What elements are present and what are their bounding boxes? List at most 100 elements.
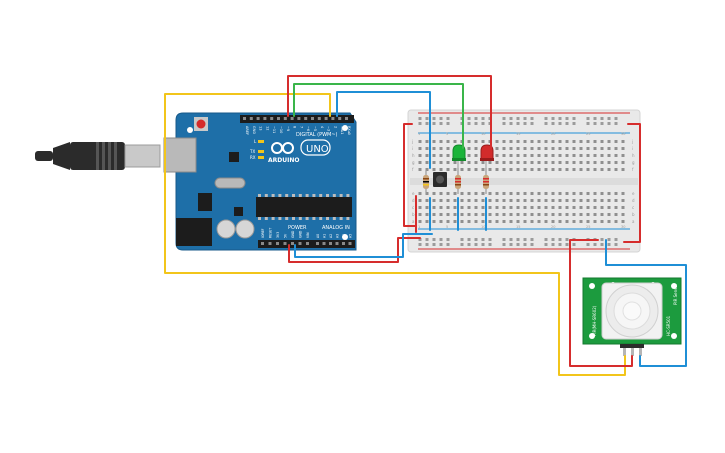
wire-red-led[interactable]: [287, 75, 492, 149]
breadboard-hole[interactable]: [572, 140, 576, 143]
breadboard-hole[interactable]: [523, 122, 527, 125]
breadboard-hole[interactable]: [537, 154, 541, 157]
breadboard-hole[interactable]: [425, 140, 429, 143]
breadboard-hole[interactable]: [467, 213, 471, 216]
breadboard-hole[interactable]: [425, 192, 429, 195]
breadboard-hole[interactable]: [446, 192, 450, 195]
power-pin[interactable]: [306, 242, 309, 245]
analog-pin[interactable]: [316, 242, 319, 245]
breadboard-hole[interactable]: [593, 168, 597, 171]
breadboard-hole[interactable]: [523, 199, 527, 202]
breadboard-hole[interactable]: [600, 168, 604, 171]
breadboard-hole[interactable]: [530, 199, 534, 202]
breadboard-hole[interactable]: [614, 154, 618, 157]
digital-pin[interactable]: [311, 117, 314, 120]
breadboard-hole[interactable]: [530, 122, 534, 125]
breadboard-hole[interactable]: [593, 199, 597, 202]
breadboard-hole[interactable]: [579, 192, 583, 195]
breadboard-hole[interactable]: [474, 199, 478, 202]
breadboard-hole[interactable]: [467, 161, 471, 164]
breadboard-hole[interactable]: [467, 168, 471, 171]
breadboard-hole[interactable]: [439, 161, 443, 164]
breadboard-hole[interactable]: [509, 238, 513, 241]
breadboard-hole[interactable]: [551, 238, 555, 241]
breadboard-hole[interactable]: [551, 168, 555, 171]
breadboard-hole[interactable]: [453, 168, 457, 171]
breadboard-hole[interactable]: [439, 168, 443, 171]
breadboard-hole[interactable]: [537, 213, 541, 216]
breadboard-hole[interactable]: [607, 140, 611, 143]
breadboard-hole[interactable]: [523, 238, 527, 241]
breadboard-hole[interactable]: [467, 117, 471, 120]
breadboard-hole[interactable]: [509, 147, 513, 150]
breadboard-hole[interactable]: [474, 154, 478, 157]
breadboard-hole[interactable]: [551, 199, 555, 202]
breadboard-hole[interactable]: [544, 206, 548, 209]
breadboard-hole[interactable]: [614, 161, 618, 164]
breadboard-hole[interactable]: [572, 168, 576, 171]
breadboard-hole[interactable]: [565, 154, 569, 157]
breadboard-hole[interactable]: [579, 199, 583, 202]
breadboard-hole[interactable]: [537, 199, 541, 202]
breadboard-hole[interactable]: [586, 213, 590, 216]
breadboard-hole[interactable]: [481, 117, 485, 120]
breadboard-hole[interactable]: [586, 117, 590, 120]
breadboard-hole[interactable]: [572, 192, 576, 195]
breadboard-hole[interactable]: [614, 220, 618, 223]
breadboard-hole[interactable]: [530, 243, 534, 246]
breadboard-hole[interactable]: [572, 122, 576, 125]
breadboard-hole[interactable]: [495, 213, 499, 216]
breadboard-hole[interactable]: [432, 147, 436, 150]
breadboard-hole[interactable]: [502, 199, 506, 202]
breadboard-hole[interactable]: [425, 238, 429, 241]
breadboard-hole[interactable]: [516, 147, 520, 150]
digital-pin[interactable]: [304, 117, 308, 120]
breadboard-hole[interactable]: [530, 213, 534, 216]
breadboard-hole[interactable]: [474, 220, 478, 223]
breadboard-hole[interactable]: [488, 192, 492, 195]
breadboard-hole[interactable]: [523, 206, 527, 209]
breadboard-hole[interactable]: [516, 192, 520, 195]
breadboard-hole[interactable]: [467, 192, 471, 195]
breadboard-hole[interactable]: [565, 122, 569, 125]
breadboard-hole[interactable]: [565, 161, 569, 164]
breadboard-hole[interactable]: [453, 220, 457, 223]
breadboard-hole[interactable]: [530, 206, 534, 209]
breadboard-hole[interactable]: [593, 161, 597, 164]
breadboard-hole[interactable]: [572, 220, 576, 223]
digital-pin[interactable]: [297, 117, 301, 120]
breadboard-hole[interactable]: [544, 140, 548, 143]
breadboard-hole[interactable]: [481, 238, 485, 241]
breadboard-hole[interactable]: [516, 140, 520, 143]
breadboard-hole[interactable]: [586, 243, 590, 246]
breadboard-hole[interactable]: [523, 117, 527, 120]
breadboard-hole[interactable]: [607, 192, 611, 195]
breadboard-hole[interactable]: [495, 140, 499, 143]
breadboard-hole[interactable]: [600, 243, 604, 246]
power-pin[interactable]: [276, 242, 279, 245]
breadboard-hole[interactable]: [446, 199, 450, 202]
wire-red-rail-left[interactable]: [403, 123, 417, 227]
breadboard-hole[interactable]: [614, 206, 618, 209]
breadboard-hole[interactable]: [572, 161, 576, 164]
breadboard-hole[interactable]: [481, 199, 485, 202]
breadboard-hole[interactable]: [432, 122, 436, 125]
breadboard-hole[interactable]: [572, 206, 576, 209]
digital-pin[interactable]: [263, 117, 267, 120]
power-pin[interactable]: [291, 242, 294, 245]
breadboard-hole[interactable]: [467, 206, 471, 209]
breadboard-hole[interactable]: [586, 199, 590, 202]
breadboard-hole[interactable]: [453, 140, 457, 143]
breadboard-hole[interactable]: [432, 168, 436, 171]
breadboard-hole[interactable]: [481, 206, 485, 209]
breadboard-hole[interactable]: [432, 243, 436, 246]
breadboard-hole[interactable]: [530, 117, 534, 120]
breadboard-hole[interactable]: [607, 147, 611, 150]
breadboard-hole[interactable]: [418, 117, 422, 120]
breadboard-hole[interactable]: [544, 220, 548, 223]
breadboard-hole[interactable]: [572, 147, 576, 150]
breadboard-hole[interactable]: [418, 243, 422, 246]
breadboard-hole[interactable]: [474, 147, 478, 150]
breadboard-hole[interactable]: [607, 122, 611, 125]
breadboard-hole[interactable]: [516, 213, 520, 216]
